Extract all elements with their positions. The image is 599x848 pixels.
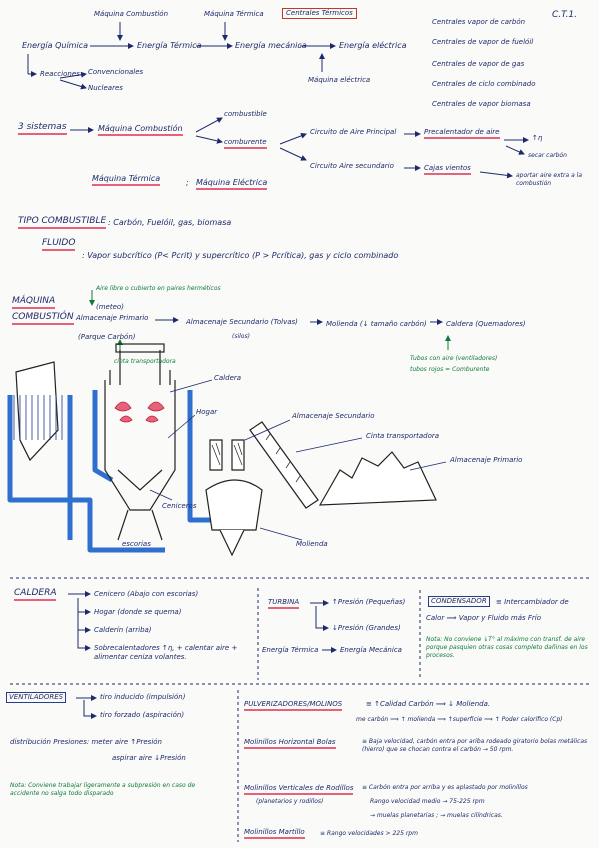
up-eta: ↑η xyxy=(532,134,543,142)
condensador-def2: Calor ⟹ Vapor y Fluido más Frío xyxy=(426,614,542,622)
tubos-rojos: tubos rojos = Comburente xyxy=(410,366,490,373)
sistemas-label: 3 sistemas xyxy=(18,122,67,135)
fluido-label: FLUIDO xyxy=(42,238,76,251)
diagram-almacenaje-secundario: Almacenaje Secundario xyxy=(292,412,375,420)
centrales-item: Centrales de vapor biomasa xyxy=(432,100,531,108)
diagram-molienda: Molienda xyxy=(296,540,328,548)
nucleares: Nucleares xyxy=(88,84,123,92)
bolas-desc: ≡ Baja velocidad, carbón entra por ariba… xyxy=(362,738,588,753)
caldera-item: Calderín (arriba) xyxy=(94,626,152,634)
energia-electrica: Energía eléctrica xyxy=(339,41,407,50)
condensador-nota: Nota: No conviene ↓T° al máximo con tran… xyxy=(426,636,588,659)
bolas-title: Molinillos Horizontal Bolas xyxy=(244,738,336,749)
distribucion: distribución Presiones: meter aire ↑Pres… xyxy=(10,738,162,746)
ventiladores-nota: Nota: Conviene trabajar ligeramente a su… xyxy=(10,782,196,797)
diagram-hogar: Hogar xyxy=(196,408,218,416)
cinta-label: cinta transportadora xyxy=(114,358,176,365)
aspirar: aspirar aire ↓Presión xyxy=(112,754,186,762)
caldera-item: Cenicero (Abajo con escorias) xyxy=(94,590,199,598)
maquina-label-2: COMBUSTIÓN xyxy=(12,312,74,325)
sistemas-separator: ; xyxy=(186,178,189,187)
centrales-item: Centrales de ciclo combinado xyxy=(432,80,536,88)
pulverizadores-line2: me carbón ⟹ ↑ molienda ⟹ ↑superficie ⟹ ↑… xyxy=(356,716,563,723)
diagram-ceniceros: Ceniceros xyxy=(162,502,197,510)
silos: (silos) xyxy=(232,333,250,340)
tiro-inducido: tiro inducido (impulsión) xyxy=(100,693,186,701)
maq-electrica-top: Máquina eléctrica xyxy=(308,76,371,84)
reacciones: Reacciones xyxy=(40,70,80,78)
comburente: comburente xyxy=(224,138,267,149)
turbina-energia-mecanica: Energía Mecánica xyxy=(340,646,402,654)
diagram-caldera: Caldera xyxy=(214,374,242,382)
maq-termica-top: Máquina Térmica xyxy=(204,10,264,18)
combustible: combustible xyxy=(224,110,267,118)
title-box: Centrales Térmicos xyxy=(282,8,357,19)
turbina-title: TURBINA xyxy=(268,598,300,609)
pulverizadores-title: PULVERIZADORES/MOLINOS xyxy=(244,700,343,711)
martillo-desc: ≡ Rango velocidades > 225 rpm xyxy=(320,830,418,837)
centrales-item: Centrales de vapor de gas xyxy=(432,60,525,68)
centrales-item: Centrales vapor de carbón xyxy=(432,18,526,26)
maq-combustion-top: Máquina Combustión xyxy=(94,10,169,18)
circuito-primario: Circuito de Aire Principal xyxy=(310,128,397,136)
energia-mecanica: Energía mecánica xyxy=(235,41,307,50)
tipo-value: : Carbón, Fuelóil, gas, biomasa xyxy=(108,218,232,227)
convencionales: Convencionales xyxy=(88,68,144,76)
caldera-chain: Caldera (Quemadores) xyxy=(446,320,526,328)
secar-carbon: secar carbón xyxy=(528,152,567,159)
caldera-title: CALDERA xyxy=(14,588,57,601)
turbina-up: ↑Presión (Pequeñas) xyxy=(332,598,406,606)
cajas-vientos: Cajas vientos xyxy=(424,164,471,175)
fluido-value: : Vapor subcrítico (P< Pcrit) y supercrí… xyxy=(82,251,399,260)
maquina-label-1: MÁQUINA xyxy=(12,296,56,309)
turbina-down: ↓Presión (Grandes) xyxy=(332,624,401,632)
aire-note: Aire libre o cubierto en paires hermétic… xyxy=(96,285,221,292)
turbina-energia-termica: Energía Térmica xyxy=(262,646,319,654)
aportar-aire: aportar aire extra a la combustión xyxy=(516,172,583,187)
martillo-title: Molinillos Martillo xyxy=(244,828,305,839)
diagram-escorias: escorias xyxy=(122,540,151,548)
tubos-aire: Tubos con aire (ventiladores) xyxy=(410,355,498,362)
almacenaje-primario: Almacenaje Primario xyxy=(76,314,149,322)
verticales-sub: (planetarios y rodillos) xyxy=(256,798,324,805)
pulverizadores-line1: ≡ ↑Calidad Carbón ⟹ ↓ Molienda. xyxy=(366,700,491,708)
condensador-def: ≡ Intercambiador de xyxy=(496,598,569,606)
sistemas-maq-combustion: Máquina Combustión xyxy=(98,124,183,136)
centrales-item: Centrales de vapor de fuelóil xyxy=(432,38,534,46)
tipo-label: TIPO COMBUSTIBLE xyxy=(18,216,107,229)
almacenaje-secundario: Almacenaje Secundario (Tolvas) xyxy=(186,318,298,326)
caldera-item: Hogar (donde se quema) xyxy=(94,608,182,616)
caldera-item: Sobrecalentadores ↑η, + calentar aire + … xyxy=(94,644,238,661)
verticales-rango: Rango velocidad medio → 75-225 rpm xyxy=(370,798,485,805)
diagram-cinta: Cinta transportadora xyxy=(366,432,440,440)
energia-quimica: Energía Química xyxy=(22,41,88,50)
energia-termica: Energía Térmica xyxy=(137,41,202,50)
verticales-desc: ≡ Carbón entra por arriba y es aplastado… xyxy=(362,784,528,791)
diagram-almacenaje-primario: Almacenaje Primario xyxy=(450,456,523,464)
page-code: C.T.1. xyxy=(552,10,578,20)
parque-carbon: (Parque Carbón) xyxy=(78,333,136,341)
meteo: (meteo) xyxy=(96,303,124,311)
sistemas-maq-termica: Máquina Térmica xyxy=(92,174,161,186)
ventiladores-title: VENTILADORES xyxy=(6,692,67,703)
condensador-title: CONDENSADOR xyxy=(428,596,490,607)
verticales-title: Molinillos Verticales de Rodillos xyxy=(244,784,354,795)
precalentador: Precalentador de aire xyxy=(424,128,500,139)
tiro-forzado: tiro forzado (aspiración) xyxy=(100,711,185,719)
circuito-secundario: Circuito Aire secundario xyxy=(310,162,394,170)
molienda-chain: Molienda (↓ tamaño carbón) xyxy=(326,320,427,328)
verticales-types: → muelas planetarias ; → muelas cilíndri… xyxy=(370,812,503,819)
sistemas-maq-electrica: Máquina Eléctrica xyxy=(196,178,268,190)
